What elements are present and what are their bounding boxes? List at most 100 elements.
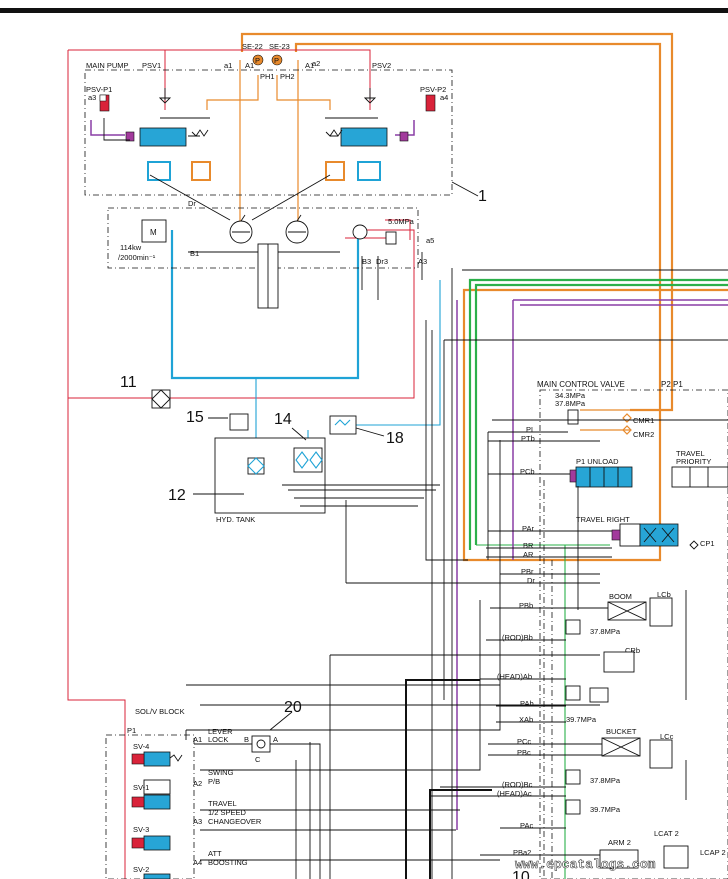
breather-15 [229,413,249,431]
svg-text:(HEAD)Ab: (HEAD)Ab [497,672,532,681]
svg-text:PSV2: PSV2 [372,61,391,70]
svg-text:39.7MPa: 39.7MPa [566,715,597,724]
main-pump-boundary [84,69,453,196]
svg-text:(ROD)Bb: (ROD)Bb [502,633,533,642]
svg-text:SOL/V BLOCK: SOL/V BLOCK [135,707,185,716]
svg-text:Dr: Dr [527,576,535,585]
svg-text:P: P [274,56,279,65]
svg-text:B1: B1 [190,249,199,258]
svg-text:12: 12 [168,487,186,504]
svg-text:SV-1: SV-1 [133,783,149,792]
svg-text:P: P [255,56,260,65]
svg-text:B3: B3 [362,257,371,266]
svg-text:(ROD)Bc: (ROD)Bc [502,780,533,789]
svg-text:PBa2: PBa2 [513,848,531,857]
svg-text:SV-4: SV-4 [133,742,149,751]
svg-text:AR: AR [523,550,534,559]
svg-text:BUCKET: BUCKET [606,727,637,736]
svg-text:M: M [150,228,157,237]
svg-text:A2: A2 [193,779,202,788]
green-travel-lines [468,278,728,879]
swing-pb-valve [143,779,171,795]
purple-signal-lines [90,120,728,830]
svg-text:P/B: P/B [208,777,220,786]
svg-text:11: 11 [120,374,137,391]
svg-text:SE-23: SE-23 [269,42,290,51]
tank-section: HYD. TANK 11 12 15 14 18 [120,374,440,524]
svg-text:ATT: ATT [208,849,222,858]
svg-text:37.8MPa: 37.8MPa [555,399,586,408]
svg-text:SWING: SWING [208,768,234,777]
svg-text:Dr3: Dr3 [376,257,388,266]
mcv-label: MAIN CONTROL VALVE [537,380,625,389]
travel-priority-spool [671,466,728,488]
travel-right-spool-b [639,523,679,547]
svg-text:LCc: LCc [660,732,674,741]
solenoid-valve-block: SOL/V BLOCK P1 SV-4 A1 LEVER LOCK A2 SWI… [105,699,321,879]
svg-text:CRb: CRb [625,646,640,655]
svg-text:CP1: CP1 [700,539,715,548]
svg-text:SE-22: SE-22 [242,42,263,51]
mcv-boundary [539,389,728,879]
svg-text:CMR1: CMR1 [633,416,654,425]
svg-text:ARM 2: ARM 2 [608,838,631,847]
svg-text:114kw: 114kw [120,243,142,252]
orange-pilot-lines [206,32,728,562]
svg-text:HYD. TANK: HYD. TANK [216,515,255,524]
svg-text:PCc: PCc [517,737,531,746]
svg-text:XAb: XAb [519,715,533,724]
svg-text:(HEAD)Ac: (HEAD)Ac [497,789,532,798]
svg-text:37.8MPa: 37.8MPa [590,776,621,785]
svg-text:PBb: PBb [519,601,533,610]
svg-text:SV-3: SV-3 [133,825,149,834]
pump-unit: M 114kw /2000min⁻¹ Dr B1 5.0MPa a5 B3 Dr… [107,174,434,309]
sv3-valve [143,835,171,851]
svg-text:Dr: Dr [188,199,196,208]
svg-text:PAr: PAr [522,524,534,533]
svg-text:BOOSTING: BOOSTING [208,858,248,867]
svg-text:15: 15 [186,409,204,426]
filter-11 [151,389,171,409]
pressure-sensor-ph2 [271,54,283,66]
svg-text:a2: a2 [312,59,320,68]
svg-text:PCb: PCb [520,467,535,476]
svg-text:BOOM: BOOM [609,592,632,601]
svg-text:a4: a4 [440,93,448,102]
svg-text:39.7MPa: 39.7MPa [590,805,621,814]
svg-text:TRAVEL: TRAVEL [208,799,237,808]
svg-text:BR: BR [523,541,534,550]
psv-p2-solenoid [425,94,436,112]
svg-text:a3: a3 [88,93,96,102]
svg-text:PSV-P2: PSV-P2 [420,85,446,94]
svg-text:37.8MPa: 37.8MPa [590,627,621,636]
svg-text:P1 UNLOAD: P1 UNLOAD [576,457,619,466]
svg-text:/2000min⁻¹: /2000min⁻¹ [118,253,156,262]
svg-text:SV-2: SV-2 [133,865,149,874]
main-pump-label: MAIN PUMP [86,61,129,70]
svg-text:LCAT 2: LCAT 2 [654,829,679,838]
left-regulator-spool [139,127,187,147]
svg-text:PL: PL [526,425,535,434]
pilot-pump [352,224,368,240]
sv1-valve [143,794,171,810]
svg-text:PBc: PBc [517,748,531,757]
svg-text:LCAP 2: LCAP 2 [700,848,726,857]
svg-text:C: C [255,755,261,764]
svg-text:TRAVEL: TRAVEL [676,449,705,458]
svg-text:TRAVEL RIGHT: TRAVEL RIGHT [576,515,630,524]
svg-text:P1: P1 [127,726,136,735]
sv2-valve [143,873,171,879]
svg-text:a5: a5 [426,236,434,245]
svg-text:PH1: PH1 [260,72,275,81]
svg-text:A: A [273,735,278,744]
svg-text:PRIORITY: PRIORITY [676,457,711,466]
main-control-valve: MAIN CONTROL VALVE P2 P1 34.3MPa 37.8MPa… [346,380,728,879]
engine-motor [141,219,167,243]
arm2-spool [599,849,639,869]
watermark-text: www.epcatalogs.com [515,857,656,872]
svg-text:PAc: PAc [520,821,533,830]
svg-text:A3: A3 [193,817,202,826]
sol-v-block-boundary [105,734,195,879]
svg-text:1/2 SPEED: 1/2 SPEED [208,808,247,817]
